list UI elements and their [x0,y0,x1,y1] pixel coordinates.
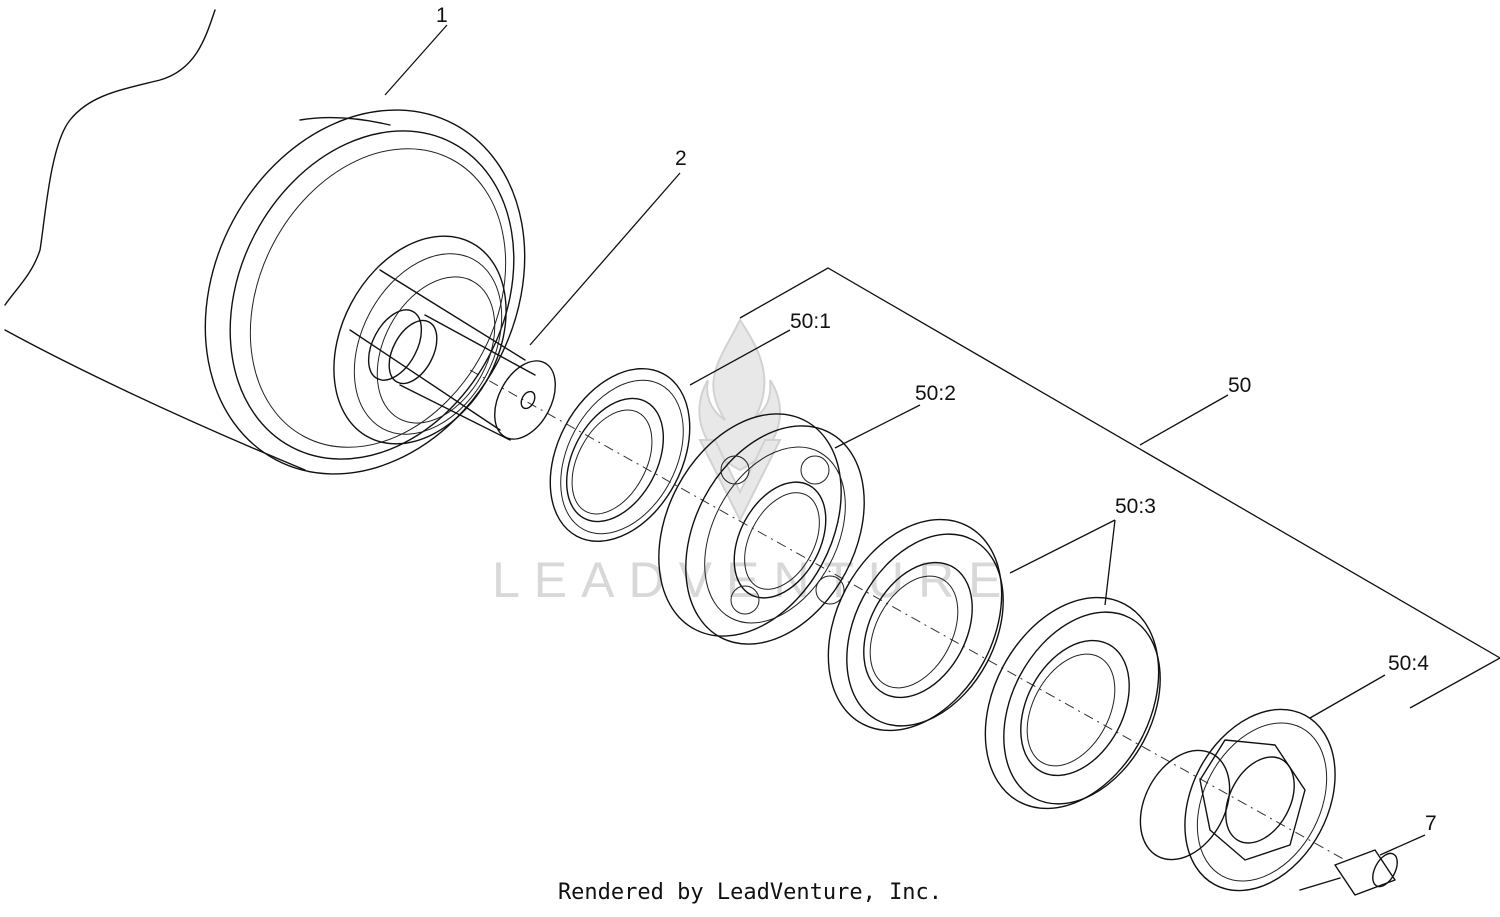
nut-part-50-4 [1139,708,1336,892]
callout-part-50: 50 [1228,374,1251,397]
bearing-part-50-2 [658,413,865,645]
housing-part-1 [4,9,526,475]
group-50-bracket [739,267,1500,709]
grease-fitting-part-7 [1299,849,1398,896]
leader-part-7 [1379,834,1426,856]
assembly-axis [469,369,1346,861]
seal-part-50-3-a [827,518,1004,732]
leader-part-2 [529,172,681,346]
rendered-by-credit: Rendered by LeadVenture, Inc. [557,880,943,905]
leadventure-watermark: LEADVENTURE [492,318,1016,608]
watermark-text: LEADVENTURE [492,552,1016,608]
leader-part-50-2 [834,404,921,449]
callout-part-1: 1 [436,4,448,27]
leader-part-50-3-b [1104,519,1116,606]
callout-part-50-1: 50:1 [790,310,831,333]
leader-part-50-3-a [1009,519,1116,574]
seal-part-50-1 [549,368,691,542]
callout-part-50-4: 50:4 [1388,652,1429,675]
seal-part-50-3-b [984,596,1161,810]
axle-shaft-part-2 [349,269,556,441]
callout-part-50-2: 50:2 [915,382,956,405]
callout-part-2: 2 [675,147,687,170]
leader-part-50 [1139,394,1229,446]
leader-part-1 [384,24,448,96]
leader-part-50-1 [689,329,791,386]
callout-part-7: 7 [1425,812,1437,835]
callout-part-50-3: 50:3 [1115,495,1156,518]
leader-part-50-4 [1309,674,1386,719]
